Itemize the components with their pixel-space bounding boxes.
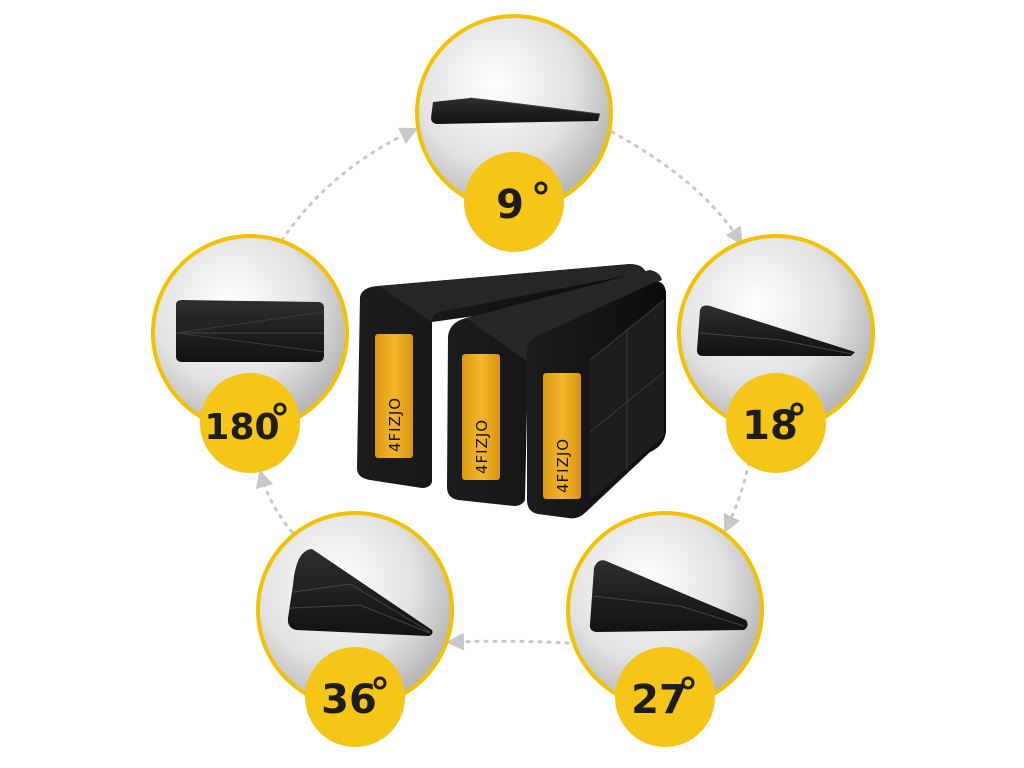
arrow-27-to-36 bbox=[446, 632, 570, 651]
block-180-icon bbox=[175, 300, 325, 362]
wedge-block-front: 4FIZJO bbox=[527, 281, 666, 519]
degree-symbol-9 bbox=[534, 181, 548, 195]
position-36: 36 bbox=[256, 511, 454, 747]
degree-symbol-36 bbox=[373, 676, 387, 690]
badge-27-label: 27 bbox=[631, 677, 687, 723]
wedge-block-back: 4FIZJO bbox=[357, 264, 646, 488]
degree-symbol-180 bbox=[273, 402, 287, 416]
arrow-180-to-9 bbox=[280, 127, 419, 242]
product-wedge-set: 4FIZJO 4FIZJO 4FIZJO bbox=[357, 264, 666, 519]
brand-logo-back: 4FIZJO bbox=[386, 397, 404, 452]
brand-label-front bbox=[543, 373, 581, 499]
arrow-36-to-180 bbox=[255, 469, 294, 534]
position-9: 9 bbox=[415, 14, 613, 252]
wedge-36-icon bbox=[287, 549, 433, 636]
wedge-18-icon bbox=[697, 305, 855, 356]
badge-36-label: 36 bbox=[321, 677, 377, 723]
position-27: 27 bbox=[566, 511, 764, 747]
brand-logo-middle: 4FIZJO bbox=[473, 419, 491, 474]
badge-9-label: 9 bbox=[496, 182, 524, 228]
badge-180-label: 180 bbox=[204, 407, 279, 448]
wedge-9-icon bbox=[431, 97, 601, 124]
brand-label-middle bbox=[462, 354, 500, 480]
brand-label-back bbox=[375, 334, 413, 458]
arrow-9-to-18 bbox=[610, 130, 743, 246]
position-180: 180 bbox=[151, 234, 349, 473]
degree-symbol-18 bbox=[790, 402, 804, 416]
wedge-27-icon bbox=[589, 560, 748, 632]
brand-logo-front: 4FIZJO bbox=[554, 438, 572, 493]
degree-symbol-27 bbox=[681, 676, 695, 690]
badge-18-label: 18 bbox=[742, 403, 798, 449]
position-18: 18 bbox=[677, 234, 875, 473]
